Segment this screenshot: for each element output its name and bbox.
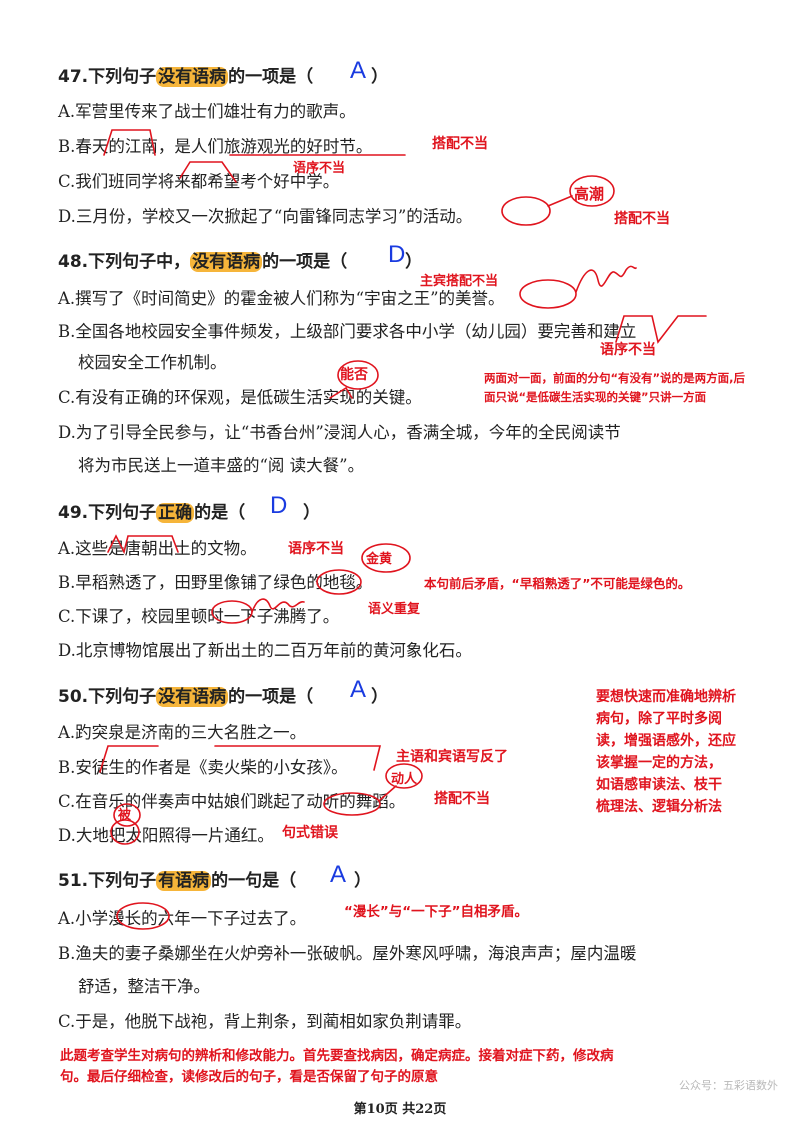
option-d: D.为了引导全民参与，让“书香台州”浸润人心，香满全城，今年的全民阅读节 <box>58 423 621 442</box>
option-d-cont: 将为市民送上一道丰盛的“阅 读大餐”。 <box>78 456 365 475</box>
ink-circle <box>501 196 551 226</box>
option-d: D.北京博物馆展出了新出土的二百万年前的黄河象化石。 <box>58 641 472 660</box>
tip-line: 该掌握一定的方法， <box>596 755 722 771</box>
question-48-title: 48.下列句子中，没有语病的一项是（ ） <box>58 251 422 273</box>
question-stem: 下列句子 <box>88 687 157 707</box>
question-number: 49. <box>58 503 89 523</box>
question-stem-end: 的一句是（ <box>211 871 297 891</box>
annotation: 句式错误 <box>282 825 338 841</box>
highlight: 没有语病 <box>190 252 263 272</box>
question-stem-end: 的一项是（ <box>228 67 314 87</box>
tip-line: 梳理法、逻辑分析法 <box>596 799 722 815</box>
ink-squiggle <box>575 265 637 293</box>
option-d: D.三月份，学校又一次掀起了“向雷锋同志学习”的活动。 <box>58 207 473 226</box>
question-stem: 下列句子 <box>88 503 157 523</box>
question-number: 50. <box>58 687 89 707</box>
annotation: “漫长”与“一下子”自相矛盾。 <box>344 904 528 920</box>
ink-arrow <box>547 195 573 207</box>
option-a: A.趵突泉是济南的三大名胜之一。 <box>58 723 307 742</box>
highlight: 有语病 <box>156 871 212 891</box>
annotation: 语序不当 <box>600 342 656 358</box>
watermark: 公众号：五彩语数外 <box>679 1079 778 1092</box>
option-d: D.大地把太阳照得一片通红。 <box>58 826 274 845</box>
highlight: 没有语病 <box>156 67 229 87</box>
annotation-word: 能否 <box>340 367 368 383</box>
annotation: 搭配不当 <box>434 791 490 807</box>
option-b: B.春天的江南，是人们旅游观光的好时节。 <box>58 137 373 156</box>
answer-mark: D <box>388 241 406 268</box>
question-49-title: 49.下列句子正确的是（ ） <box>58 502 320 524</box>
bracket-close: ） <box>354 871 372 891</box>
tip-line: 病句，除了平时多阅 <box>596 711 722 727</box>
annotation: 语序不当 <box>293 161 346 176</box>
annotation: 主宾搭配不当 <box>420 274 499 289</box>
highlight: 没有语病 <box>156 687 229 707</box>
option-a: A.小学漫长的六年一下子过去了。 <box>58 909 307 928</box>
tip-line: 如语感审读法、枝干 <box>596 777 722 793</box>
option-c: C.有没有正确的环保观，是低碳生活实现的关键。 <box>58 388 422 407</box>
summary-note: 此题考查学生对病句的辨析和修改能力。首先要查找病因，确定病症。接着对症下药，修改… <box>60 1046 614 1088</box>
option-c: C.在音乐的伴奏声中姑娘们跳起了动听的舞蹈。 <box>58 792 406 811</box>
tip-line: 要想快速而准确地辨析 <box>596 689 736 705</box>
option-c: C.下课了，校园里顿时一下子沸腾了。 <box>58 607 340 626</box>
annotation-word: 动人 <box>391 772 418 787</box>
annotation: 本句前后矛盾，“早稻熟透了”不可能是绿色的。 <box>424 576 691 591</box>
bracket-close: ） <box>371 67 389 87</box>
annotation: 搭配不当 <box>432 136 488 152</box>
tip-line: 读，增强语感外，还应 <box>596 733 736 749</box>
question-stem-end: 的一项是（ <box>262 252 348 272</box>
question-51-title: 51.下列句子有语病的一句是（ ） <box>58 870 371 892</box>
option-b-cont: 舒适，整洁干净。 <box>78 977 210 996</box>
option-a: A.这些是唐朝出土的文物。 <box>58 539 257 558</box>
bracket-close: ） <box>371 687 389 707</box>
page-footer: 第10页 共22页 <box>353 1102 447 1117</box>
question-stem: 下列句子 <box>88 871 157 891</box>
question-stem: 下列句子 <box>88 67 157 87</box>
question-50-title: 50.下列句子没有语病的一项是（ ） <box>58 686 388 708</box>
option-b: B.早稻熟透了，田野里像铺了绿色的地毯。 <box>58 573 373 592</box>
summary-line: 此题考查学生对病句的辨析和修改能力。首先要查找病因，确定病症。接着对症下药，修改… <box>60 1048 614 1064</box>
annotation: 搭配不当 <box>614 211 670 227</box>
question-number: 51. <box>58 871 89 891</box>
option-c: C.于是，他脱下战袍，背上荆条，到蔺相如家负荆请罪。 <box>58 1012 472 1031</box>
question-stem-end: 的是（ <box>194 503 246 523</box>
answer-mark: A <box>350 57 367 84</box>
annotation: 两面对一面，前面的分句“有没有”说的是两方面,后 <box>484 371 745 385</box>
ink-circle <box>519 279 577 309</box>
option-b: B.渔夫的妻子桑娜坐在火炉旁补一张破帆。屋外寒风呼啸，海浪声声；屋内温暖 <box>58 944 637 963</box>
annotation: 主语和宾语写反了 <box>396 749 508 765</box>
question-stem: 下列句子中， <box>88 252 191 272</box>
method-tip: 要想快速而准确地辨析 病句，除了平时多阅 读，增强语感外，还应 该掌握一定的方法… <box>596 686 736 818</box>
option-a: A.撰写了《时间简史》的霍金被人们称为“宇宙之王”的美誉。 <box>58 289 505 308</box>
option-a: A.军营里传来了战士们雄壮有力的歌声。 <box>58 102 356 121</box>
highlight: 正确 <box>156 503 195 523</box>
annotation: 面只说“是低碳生活实现的关键”只讲一方面 <box>484 390 707 404</box>
question-number: 47. <box>58 67 89 87</box>
answer-mark: D <box>270 492 288 519</box>
question-47-title: 47.下列句子没有语病的一项是（ ） <box>58 66 388 88</box>
question-number: 48. <box>58 252 89 272</box>
option-b: B.全国各地校园安全事件频发，上级部门要求各中小学（幼儿园）要完善和建立 <box>58 322 637 341</box>
answer-mark: A <box>350 676 367 703</box>
summary-line: 句。最后仔细检查，读修改后的句子，看是否保留了句子的原意 <box>60 1069 438 1085</box>
question-stem-end: 的一项是（ <box>228 687 314 707</box>
annotation-word: 高潮 <box>574 185 605 203</box>
annotation-word: 被 <box>118 808 132 823</box>
answer-mark: A <box>330 861 347 888</box>
option-b-cont: 校园安全工作机制。 <box>78 353 227 372</box>
option-b: B.安徒生的作者是《卖火柴的小女孩》。 <box>58 758 348 777</box>
bracket-close: ） <box>303 503 321 523</box>
bracket-close: ） <box>405 252 423 272</box>
annotation: 语序不当 <box>288 541 344 557</box>
annotation-word: 金黄 <box>366 552 393 567</box>
annotation: 语义重复 <box>368 602 421 617</box>
